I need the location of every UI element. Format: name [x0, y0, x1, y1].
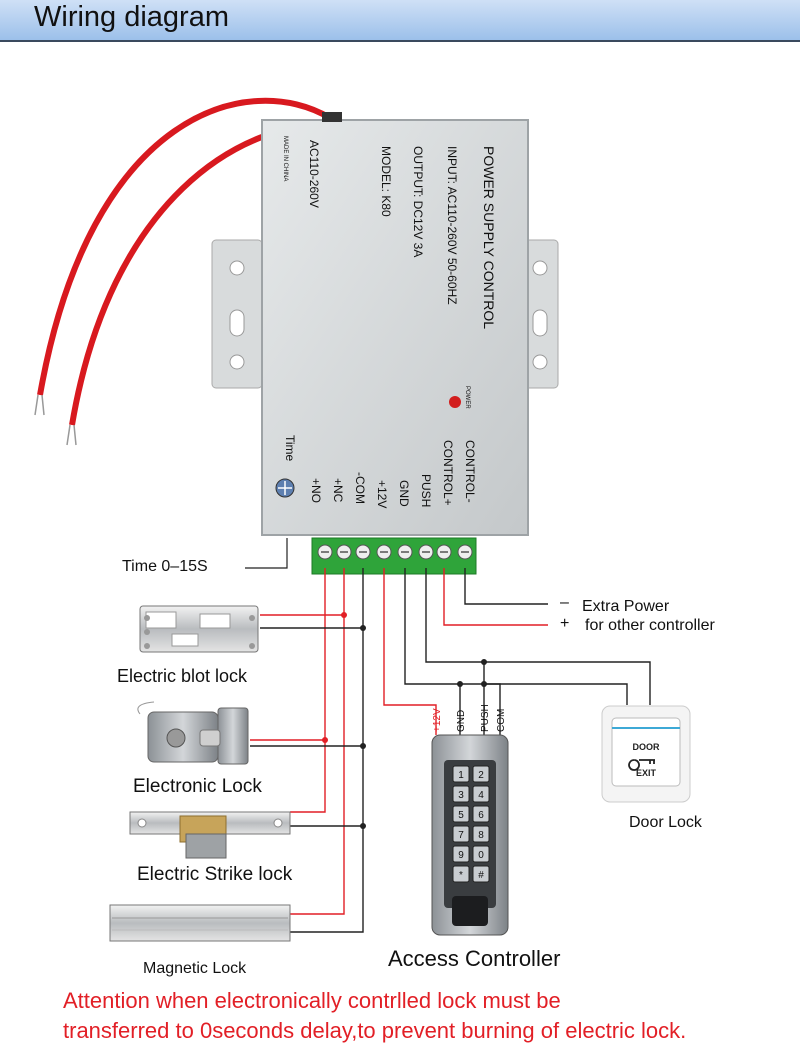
wire-gnd-label: GND — [456, 710, 467, 732]
keypad-key-label: 9 — [458, 850, 464, 861]
electronic-lock-image — [137, 701, 249, 765]
keypad-key-label: * — [459, 870, 463, 881]
for-other-controller-label: for other controller — [585, 617, 715, 634]
terminal-label-control-minus: CONTROL- — [463, 440, 477, 503]
electronic-lock-label: Electronic Lock — [133, 776, 262, 797]
keypad-key[interactable] — [472, 865, 490, 883]
extra-power-minus-sign: – — [560, 594, 569, 611]
magnetic-lock-label: Magnetic Lock — [143, 960, 247, 977]
access-controller-image: 1 2 3 4 5 6 7 8 9 0 * # — [431, 734, 509, 936]
keypad-key-label: 6 — [478, 810, 484, 821]
keypad-key-label: 8 — [478, 830, 484, 841]
psu-model: MODEL: K80 — [379, 146, 393, 217]
attention-line-1: Attention when electronically contrlled … — [63, 988, 561, 1013]
terminal-block — [311, 537, 477, 575]
electric-bolt-lock-image — [139, 605, 259, 653]
psu-title: POWER SUPPLY CONTROL — [481, 146, 497, 329]
header-bar: Wiring diagram — [0, 0, 800, 42]
wire-push-label: PUSH — [480, 704, 491, 732]
controller-wire-labels: +12V GND PUSH COM — [432, 704, 507, 732]
keypad-key[interactable] — [472, 825, 490, 843]
lock-wiring — [250, 568, 651, 933]
keypad-key-label: 5 — [458, 810, 464, 821]
keypad-key-label: # — [478, 870, 484, 881]
electric-strike-lock-image — [129, 811, 291, 859]
power-supply-label: POWER SUPPLY CONTROL INPUT: AC110-260V 5… — [275, 136, 497, 508]
keypad-key-label: 7 — [458, 830, 464, 841]
keypad-key-label: 3 — [458, 790, 464, 801]
door-lock-label: Door Lock — [629, 814, 702, 831]
exit-text: EXIT — [636, 768, 657, 778]
keypad-key[interactable] — [472, 785, 490, 803]
electric-strike-lock-label: Electric Strike lock — [137, 864, 293, 885]
magnetic-lock-image — [109, 904, 291, 942]
extra-power-label: Extra Power — [582, 598, 670, 615]
terminal-label-gnd: GND — [397, 480, 411, 507]
psu-input: INPUT: AC110-260V 50-60HZ — [445, 146, 459, 305]
keypad-key[interactable] — [452, 865, 470, 883]
keypad-key[interactable] — [452, 845, 470, 863]
keypad-key[interactable] — [452, 785, 470, 803]
power-supply-unit — [211, 112, 559, 536]
keypad-key[interactable] — [472, 765, 490, 783]
electric-bolt-lock-label: Electric blot lock — [117, 666, 248, 686]
psu-ac-label: AC110-260V — [307, 140, 321, 208]
keypad-key-label: 4 — [478, 790, 484, 801]
power-led — [449, 396, 461, 408]
terminal-label-control-plus: CONTROL+ — [441, 440, 455, 506]
page-title: Wiring diagram — [34, 1, 229, 33]
power-led-label: POWER — [464, 386, 470, 409]
terminal-label-no: +NO — [309, 478, 323, 503]
keypad-key[interactable] — [472, 845, 490, 863]
terminal-label-com: -COM — [353, 472, 367, 504]
wire-com-label: COM — [496, 709, 507, 732]
keypad-key-label: 1 — [458, 770, 464, 781]
access-controller-label: Access Controller — [388, 946, 561, 971]
exit-button-image: DOOR EXIT — [601, 705, 691, 803]
time-knob-label: Time — [283, 435, 297, 462]
terminal-label-nc: +NC — [331, 478, 345, 503]
door-text: DOOR — [633, 742, 661, 752]
keypad-key[interactable] — [452, 825, 470, 843]
psu-output: OUTPUT: DC12V 3A — [411, 146, 425, 257]
terminal-label-12v: +12V — [375, 480, 389, 508]
keypad-key-label: 2 — [478, 770, 484, 781]
keypad-key[interactable] — [472, 805, 490, 823]
wire-12v-label: +12V — [432, 708, 443, 732]
time-range-label: Time 0–15S — [122, 558, 208, 575]
keypad-key[interactable] — [452, 765, 470, 783]
attention-line-2: transferred to 0seconds delay,to prevent… — [63, 1018, 687, 1043]
extra-power-plus-sign: + — [560, 615, 570, 632]
terminal-label-push: PUSH — [419, 474, 433, 507]
time-leader-line — [245, 538, 288, 569]
wiring-diagram: POWER SUPPLY CONTROL INPUT: AC110-260V 5… — [34, 97, 691, 942]
keypad-key-label: 0 — [478, 850, 484, 861]
attention-note: Attention when electronically contrlled … — [63, 986, 686, 1046]
made-in-label: MADE IN CHINA — [282, 136, 288, 181]
keypad-key[interactable] — [452, 805, 470, 823]
junction-dots — [322, 612, 487, 829]
